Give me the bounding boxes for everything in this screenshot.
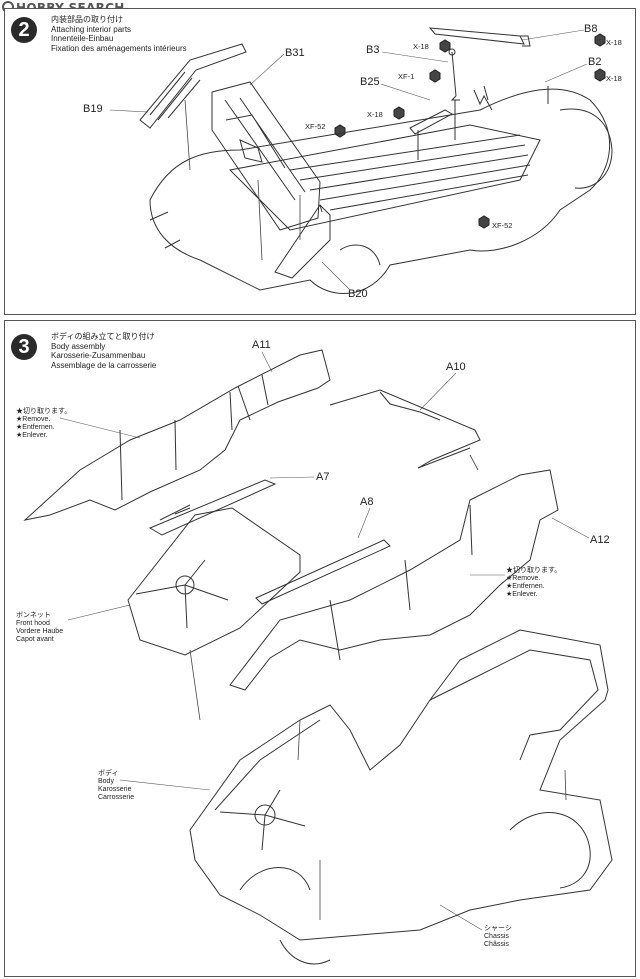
- chassis-fr: Châssis: [484, 941, 509, 948]
- step-2-header: 内装部品の取り付け Attaching interior parts Innen…: [51, 15, 187, 53]
- front-hood: [127, 507, 301, 656]
- step-3-title-fr: Assemblage de la carrosserie: [51, 360, 157, 370]
- part-label-a12: A12: [590, 534, 610, 546]
- step-3-title-de: Karosserie-Zusammenbau: [51, 351, 146, 360]
- a11-body-side: [23, 349, 331, 521]
- remove-note-right: ★切り取ります。 ★Remove. ★Entfernen. ★Enlever.: [506, 567, 561, 599]
- part-label-b25: B25: [360, 76, 380, 88]
- part-label-a8: A8: [360, 496, 374, 508]
- body-fr: Carrosserie: [98, 794, 135, 801]
- step-2-right-parts: [409, 27, 549, 160]
- paint-label-x18-d: X-18: [606, 74, 622, 83]
- chassis-en: Chassis: [484, 933, 509, 940]
- paint-hex-icon: [429, 69, 441, 83]
- paint-label-x18-a: X-18: [413, 42, 429, 51]
- paint-label-xf52-b: XF-52: [492, 221, 513, 230]
- paint-label-x18-c: X-18: [606, 38, 622, 47]
- step-2-arrows: [184, 99, 301, 261]
- body-de: Karosserie: [98, 786, 132, 793]
- step-2-title-ja: 内装部品の取り付け: [51, 15, 123, 24]
- a7-strip: [148, 479, 277, 536]
- remove-note-right-ja: ★切り取ります。: [506, 567, 562, 574]
- b20-panel: [274, 204, 331, 279]
- paint-hex-icon: [594, 33, 606, 47]
- step-2-title-en: Attaching interior parts: [51, 24, 132, 34]
- part-label-b2: B2: [588, 56, 602, 68]
- front-hood-fr: Capot avant: [16, 636, 54, 643]
- paint-hex-icon: [393, 106, 405, 120]
- remove-note-right-de: ★Entfernen.: [506, 583, 545, 590]
- step-2-panel: [4, 8, 636, 315]
- paint-label-xf52-a: XF-52: [305, 122, 326, 131]
- paint-hex-icon: [334, 124, 346, 138]
- remove-note-left-fr: ★Enlever.: [16, 432, 48, 439]
- paint-hex-icon: [594, 68, 606, 82]
- step-3-arrows: [189, 454, 567, 920]
- part-label-a11: A11: [252, 339, 271, 351]
- step-2-leaders: [109, 29, 588, 291]
- paint-label-x18-b: X-18: [367, 110, 383, 119]
- front-hood-de: Vordere Haube: [16, 628, 64, 635]
- body-ja: ボディ: [98, 770, 119, 777]
- body-en: Body: [98, 778, 114, 785]
- step-3-leaders: [59, 351, 590, 931]
- step-2-chassis: [149, 88, 613, 294]
- front-hood-en: Front hood: [16, 620, 50, 627]
- step-3-title-en: Body assembly: [51, 341, 106, 351]
- part-label-a7: A7: [316, 471, 330, 483]
- part-label-b19: B19: [83, 103, 103, 115]
- paint-hex-icon: [439, 39, 451, 53]
- front-hood-ja: ボンネット: [16, 612, 51, 619]
- remove-note-left-de: ★Entfernen.: [16, 424, 55, 431]
- remove-note-left: ★切り取ります。 ★Remove. ★Entfernen. ★Enlever.: [16, 408, 71, 440]
- front-hood-label: ボンネット Front hood Vordere Haube Capot ava…: [16, 612, 63, 644]
- remove-note-left-en: ★Remove.: [16, 416, 51, 423]
- b31-frame: [211, 81, 321, 231]
- part-label-b3: B3: [366, 44, 380, 56]
- step-3-assembled-body: [189, 629, 613, 965]
- step-3-title-ja: ボディの組み立てと取り付け: [51, 332, 155, 341]
- paint-hex-markers: [334, 33, 606, 229]
- b19-panel: [139, 43, 247, 129]
- body-label: ボディ Body Karosserie Carrosserie: [98, 770, 134, 802]
- paint-hex-icon: [478, 215, 490, 229]
- part-label-b20: B20: [348, 288, 368, 300]
- remove-note-right-fr: ★Enlever.: [506, 591, 538, 598]
- remove-note-right-en: ★Remove.: [506, 575, 541, 582]
- step-3-header: ボディの組み立てと取り付け Body assembly Karosserie-Z…: [51, 332, 156, 370]
- step-2-title-de: Innenteile-Einbau: [51, 34, 114, 43]
- remove-note-left-ja: ★切り取ります。: [16, 408, 72, 415]
- part-label-b8: B8: [584, 23, 598, 35]
- a8-strip: [255, 539, 391, 605]
- chassis-ja: シャーシ: [484, 925, 512, 932]
- step-3-badge: 3: [11, 334, 37, 360]
- part-label-a10: A10: [446, 361, 466, 373]
- a12-body-side: [229, 469, 559, 691]
- chassis-label: シャーシ Chassis Châssis: [484, 925, 512, 949]
- step-2-title-fr: Fixation des aménagements intérieurs: [51, 43, 187, 53]
- step-2-badge: 2: [11, 17, 37, 43]
- paint-label-xf1: XF-1: [398, 72, 415, 81]
- part-label-b31: B31: [285, 47, 305, 59]
- a10-rear-panel: [329, 389, 481, 469]
